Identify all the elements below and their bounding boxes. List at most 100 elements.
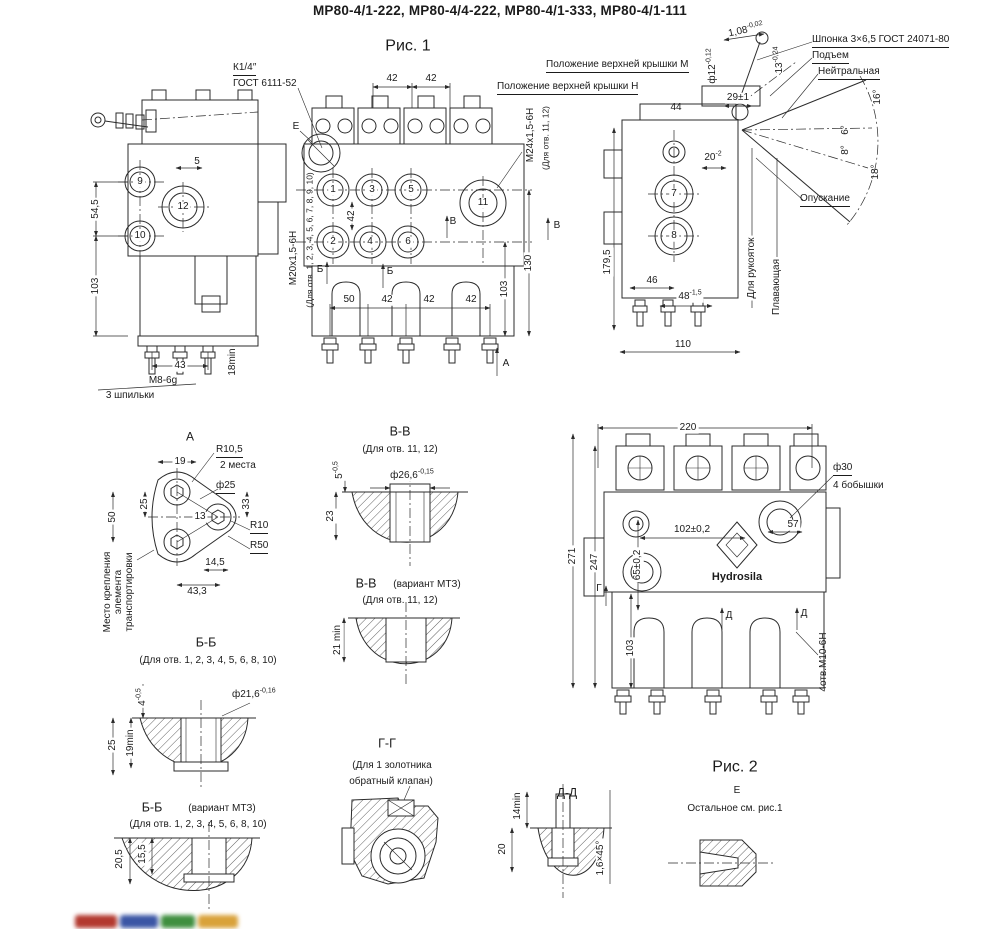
fig2-see-note: Остальное см. рис.1	[687, 802, 783, 814]
port-7: 7	[669, 187, 679, 200]
dim-5-vv: 5-0,5	[332, 459, 346, 481]
angle-6: 6°	[839, 125, 851, 135]
dim-4-tol: -0,5	[135, 688, 143, 701]
top-cover-m-label: Положение верхней крышки М	[546, 59, 689, 73]
section-vv	[334, 466, 468, 566]
m24-holes-note: (Для отв. 11, 12)	[540, 105, 551, 171]
transport-note-line1: Место крепления	[101, 551, 113, 633]
section-bb-mtz-caption: Б-Б	[141, 800, 163, 815]
port-5: 5	[406, 183, 416, 196]
dim-f12-value: ф12	[706, 64, 718, 84]
section-bb-mtz-holes-note: (Для отв. 1, 2, 3, 4, 5, 6, 8, 10)	[129, 818, 267, 830]
port-1: 1	[328, 183, 338, 196]
view-a-caption: А	[185, 429, 195, 444]
thread-callout-gost6111: ГОСТ 6111-52	[233, 78, 297, 89]
angle-18: 18°	[869, 164, 881, 180]
dim-42-bottom3: 42	[463, 293, 479, 306]
section-gg-caption: Г-Г	[378, 736, 396, 751]
dim-13: 13-0,24	[772, 46, 786, 74]
watermark-blue-block	[120, 915, 158, 928]
dim-130: 130	[522, 252, 535, 274]
dim-23: 23	[324, 508, 337, 524]
transport-note-line2: элемента	[112, 569, 124, 615]
dim-271: 271	[566, 545, 579, 567]
dim-50-bottom: 50	[341, 293, 357, 306]
fig2-front-view	[571, 424, 841, 715]
fig1-caption: Рис. 1	[385, 37, 431, 55]
dim-103-fig2: 103	[624, 637, 637, 659]
dim-4-value: 4	[136, 700, 148, 706]
dim-110: 110	[673, 338, 693, 351]
dim-103-left: 103	[89, 275, 102, 297]
section-d-arrow-label-1: Д	[725, 609, 733, 621]
dim-57: 57	[785, 518, 801, 531]
section-dd	[510, 784, 612, 898]
dim-f12: ф12-0,12	[705, 48, 719, 84]
section-vv-mtz-holes-note: (Для отв. 11, 12)	[362, 594, 438, 606]
thread-m10-note: 4отв.М10-6Н	[817, 632, 829, 692]
dim-220: 220	[677, 421, 699, 434]
thread-m24: М24х1,5-6Н	[524, 107, 536, 163]
watermark-yellow-block	[198, 915, 238, 928]
dim-42-vertical: 42	[345, 208, 358, 224]
dim-20-tol: -2	[715, 150, 722, 158]
dim-f21-6: ф21,6-0,16	[232, 687, 276, 701]
key-callout: Шпонка 3×6,5 ГОСТ 24071-80	[812, 34, 950, 48]
dim-29: 29±1	[724, 91, 752, 104]
thread-m20: М20х1,5-6Н	[287, 230, 299, 286]
top-cover-n-label: Положение верхней крышки Н	[497, 81, 639, 95]
handles-note: Для рукояток	[745, 235, 758, 301]
dim-15-5: 15,5	[136, 842, 149, 866]
dim-f26-6-tol: -0,15	[417, 468, 434, 476]
section-v-arrow-label-2: В	[553, 219, 561, 231]
dim-f21-6-value: ф21,6	[232, 689, 260, 700]
dim-43-3: 43,3	[185, 585, 209, 598]
port-6: 6	[403, 235, 413, 248]
section-b-arrow-label-1: Б	[316, 263, 324, 275]
radius-r50: R50	[250, 540, 269, 554]
watermark-green-block	[161, 915, 195, 928]
bosses-note: 4 бобышки	[833, 480, 884, 491]
section-bb-caption: Б-Б	[195, 635, 217, 650]
dim-48: 48-1,5	[676, 289, 704, 303]
dim-25-a: 25	[138, 496, 151, 512]
dim-20: 20-2	[702, 150, 724, 164]
fig1-right-view	[603, 31, 879, 354]
float-position-label: Плавающая	[770, 256, 783, 318]
dim-48-tol: -1,5	[689, 289, 702, 297]
dim-f26-6: ф26,6-0,15	[388, 468, 436, 482]
dim-25-b: 25	[106, 737, 119, 753]
port-10: 10	[132, 229, 148, 242]
port-2: 2	[328, 235, 338, 248]
dim-14-5: 14,5	[203, 556, 227, 569]
dim-65: 65±0,2	[631, 547, 644, 583]
dim-13-value: 13	[773, 62, 785, 74]
section-bb	[111, 684, 256, 790]
section-v-arrow-label-1: В	[449, 215, 457, 227]
dim-54-5: 54,5	[89, 197, 102, 221]
section-g-arrow-label: Г	[596, 582, 602, 594]
dim-50-a: 50	[106, 509, 119, 525]
section-gg-note2: обратный клапан)	[349, 775, 433, 787]
section-bb-mtz-variant: (вариант МТЗ)	[188, 802, 256, 814]
angle-8: 8°	[839, 145, 851, 155]
dim-19: 19	[172, 455, 188, 468]
dim-f21-6-tol: -0,16	[259, 687, 276, 695]
dim-19min: 19min	[124, 727, 137, 759]
dim-44: 44	[670, 101, 682, 113]
dim-21min: 21 min	[331, 622, 344, 658]
section-b-arrow-label-2: Б	[386, 265, 394, 277]
lift-position-label: Подъем	[812, 50, 849, 64]
dim-5-vv-value: 5	[333, 473, 345, 479]
thread-callout-k14: К1/4″	[233, 62, 257, 76]
page-title: МР80-4/1-222, МР80-4/4-222, МР80-4/1-333…	[312, 3, 687, 18]
port-3: 3	[367, 183, 377, 196]
dim-179-5: 179,5	[601, 247, 614, 277]
lower-position-label: Опускание	[800, 193, 850, 207]
dim-46: 46	[644, 274, 660, 287]
dim-43: 43	[172, 359, 188, 372]
dim-247: 247	[588, 551, 601, 573]
section-gg-note1: (Для 1 золотника	[352, 759, 432, 771]
fig1-left-view	[90, 89, 287, 391]
